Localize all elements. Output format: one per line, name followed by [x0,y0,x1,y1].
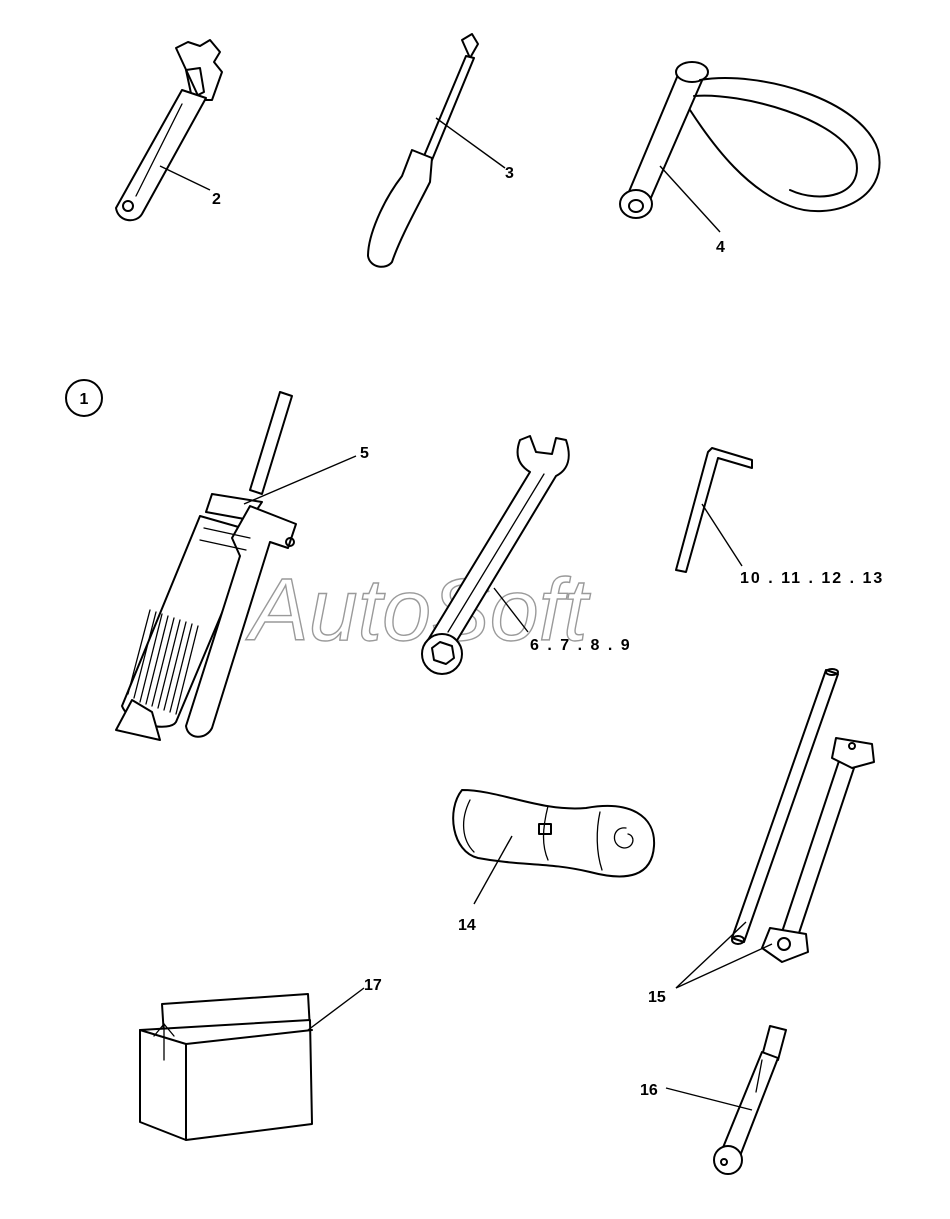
label-combination-wrench: 6 . 7 . 8 . 9 [530,637,632,654]
main-callout-circle [65,379,103,417]
label-box-spanner-set: 15 [648,989,666,1006]
label-spark-plug-spanner: 16 [640,1082,658,1099]
adjustable-wrench-drawing [115,39,223,222]
label-hex-keys: 10 . 11 . 12 . 13 [740,570,884,587]
tool-roll-drawing [452,789,656,878]
filter-strap-wrench-drawing [619,61,881,219]
combination-wrench-drawing [421,435,570,675]
label-filter-strap-wrench: 4 [716,239,725,256]
grease-gun-drawing [115,391,297,741]
label-tool-box: 17 [364,977,382,994]
label-screwdriver: 3 [505,165,514,182]
label-grease-gun: 5 [360,445,369,462]
box-spanner-set-drawing [731,668,875,963]
watermark-text: AutoSoft [245,560,591,659]
label-tool-roll: 14 [458,917,476,934]
screwdriver-drawing [367,33,479,268]
spark-plug-spanner-drawing [713,1025,787,1175]
label-adjustable-wrench: 2 [212,191,221,208]
main-callout-number: 1 [80,391,89,408]
hex-keys-drawing [675,447,753,573]
tool-box-drawing [139,993,313,1141]
